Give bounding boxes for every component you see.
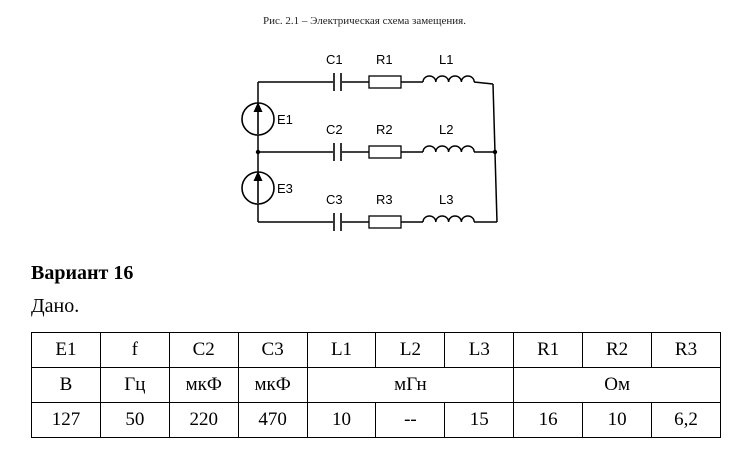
label-e3: E3: [277, 181, 293, 196]
resistor-r2: [368, 145, 402, 159]
variant-title: Вариант 16: [31, 262, 134, 284]
junction-dot: [492, 149, 498, 155]
values-row: 127 50 220 470 10 -- 15 16 10 6,2: [31, 402, 721, 438]
given-label: Дано.: [31, 295, 80, 317]
label-r1: R1: [376, 52, 393, 67]
voltage-source-e3: [241, 171, 275, 205]
header-cell: R2: [582, 332, 653, 368]
parameters-table: E1 f C2 C3 L1 L2 L3 R1 R2 R3 В Гц мкФ мк…: [31, 332, 721, 438]
inductor-l3: [422, 215, 475, 223]
resistor-r3: [368, 215, 402, 229]
header-cell: L2: [375, 332, 446, 368]
value-cell: 6,2: [651, 402, 721, 438]
value-cell: 10: [582, 402, 653, 438]
header-cell: R3: [651, 332, 721, 368]
header-cell: L3: [444, 332, 515, 368]
unit-cell: Гц: [99, 367, 170, 403]
header-cell: E1: [31, 332, 101, 368]
header-cell: f: [99, 332, 170, 368]
units-row: В Гц мкФ мкФ мГн Ом: [31, 367, 721, 403]
label-l2: L2: [439, 122, 453, 137]
value-cell: --: [375, 402, 446, 438]
value-cell: 15: [444, 402, 515, 438]
unit-cell: Ом: [513, 367, 721, 403]
inductor-l1: [422, 75, 475, 83]
unit-cell: мкФ: [168, 367, 239, 403]
label-r3: R3: [376, 192, 393, 207]
unit-cell: мГн: [306, 367, 515, 403]
label-l3: L3: [439, 192, 453, 207]
resistor-r1: [368, 75, 402, 89]
voltage-source-e1: [241, 102, 275, 136]
header-cell: C2: [168, 332, 239, 368]
label-c2: C2: [326, 122, 343, 137]
circuit-diagram: C1 R1 L1 C2 R2 L2 C3 R3 L3 E1 E3: [241, 52, 498, 231]
unit-cell: мкФ: [237, 367, 308, 403]
header-cell: C3: [237, 332, 308, 368]
value-cell: 50: [99, 402, 170, 438]
header-cell: L1: [306, 332, 377, 368]
header-cell: R1: [513, 332, 584, 368]
label-r2: R2: [376, 122, 393, 137]
capacitor-c2: [333, 143, 342, 161]
value-cell: 470: [237, 402, 308, 438]
label-l1: L1: [439, 52, 453, 67]
value-cell: 127: [31, 402, 101, 438]
inductor-l2: [422, 145, 475, 153]
label-c1: C1: [326, 52, 343, 67]
unit-cell: В: [31, 367, 101, 403]
junction-dot: [255, 149, 261, 155]
value-cell: 220: [168, 402, 239, 438]
value-cell: 10: [306, 402, 377, 438]
capacitor-c1: [333, 73, 342, 91]
label-e1: E1: [277, 112, 293, 127]
value-cell: 16: [513, 402, 584, 438]
label-c3: C3: [326, 192, 343, 207]
capacitor-c3: [333, 213, 342, 231]
header-row: E1 f C2 C3 L1 L2 L3 R1 R2 R3: [31, 332, 721, 368]
figure-caption: Рис. 2.1 – Электрическая схема замещения…: [263, 15, 466, 27]
